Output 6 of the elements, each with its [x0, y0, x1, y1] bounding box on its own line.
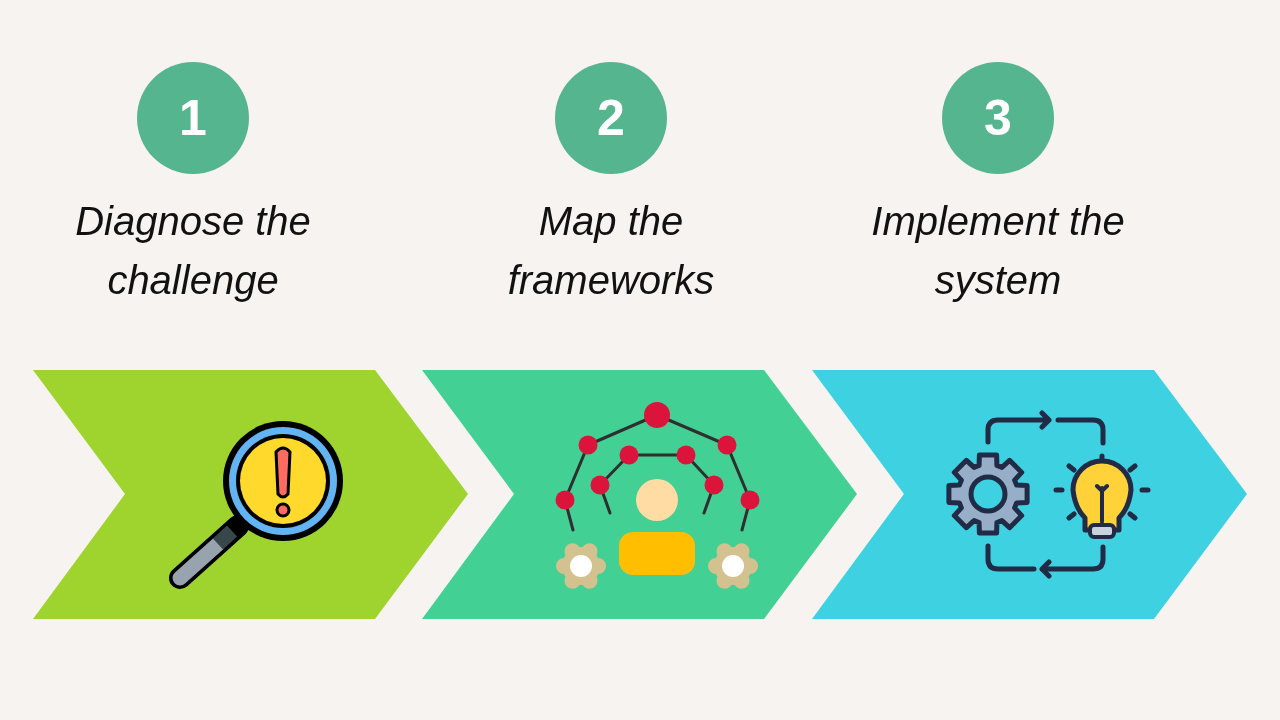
step-number-circle: 3: [942, 62, 1054, 174]
step-title: Map the frameworks: [506, 198, 716, 304]
step-title: Implement the system: [870, 198, 1126, 304]
step-number-circle: 2: [555, 62, 667, 174]
step-number-circle: 1: [137, 62, 249, 174]
step-title: Diagnose the challenge: [74, 198, 312, 304]
